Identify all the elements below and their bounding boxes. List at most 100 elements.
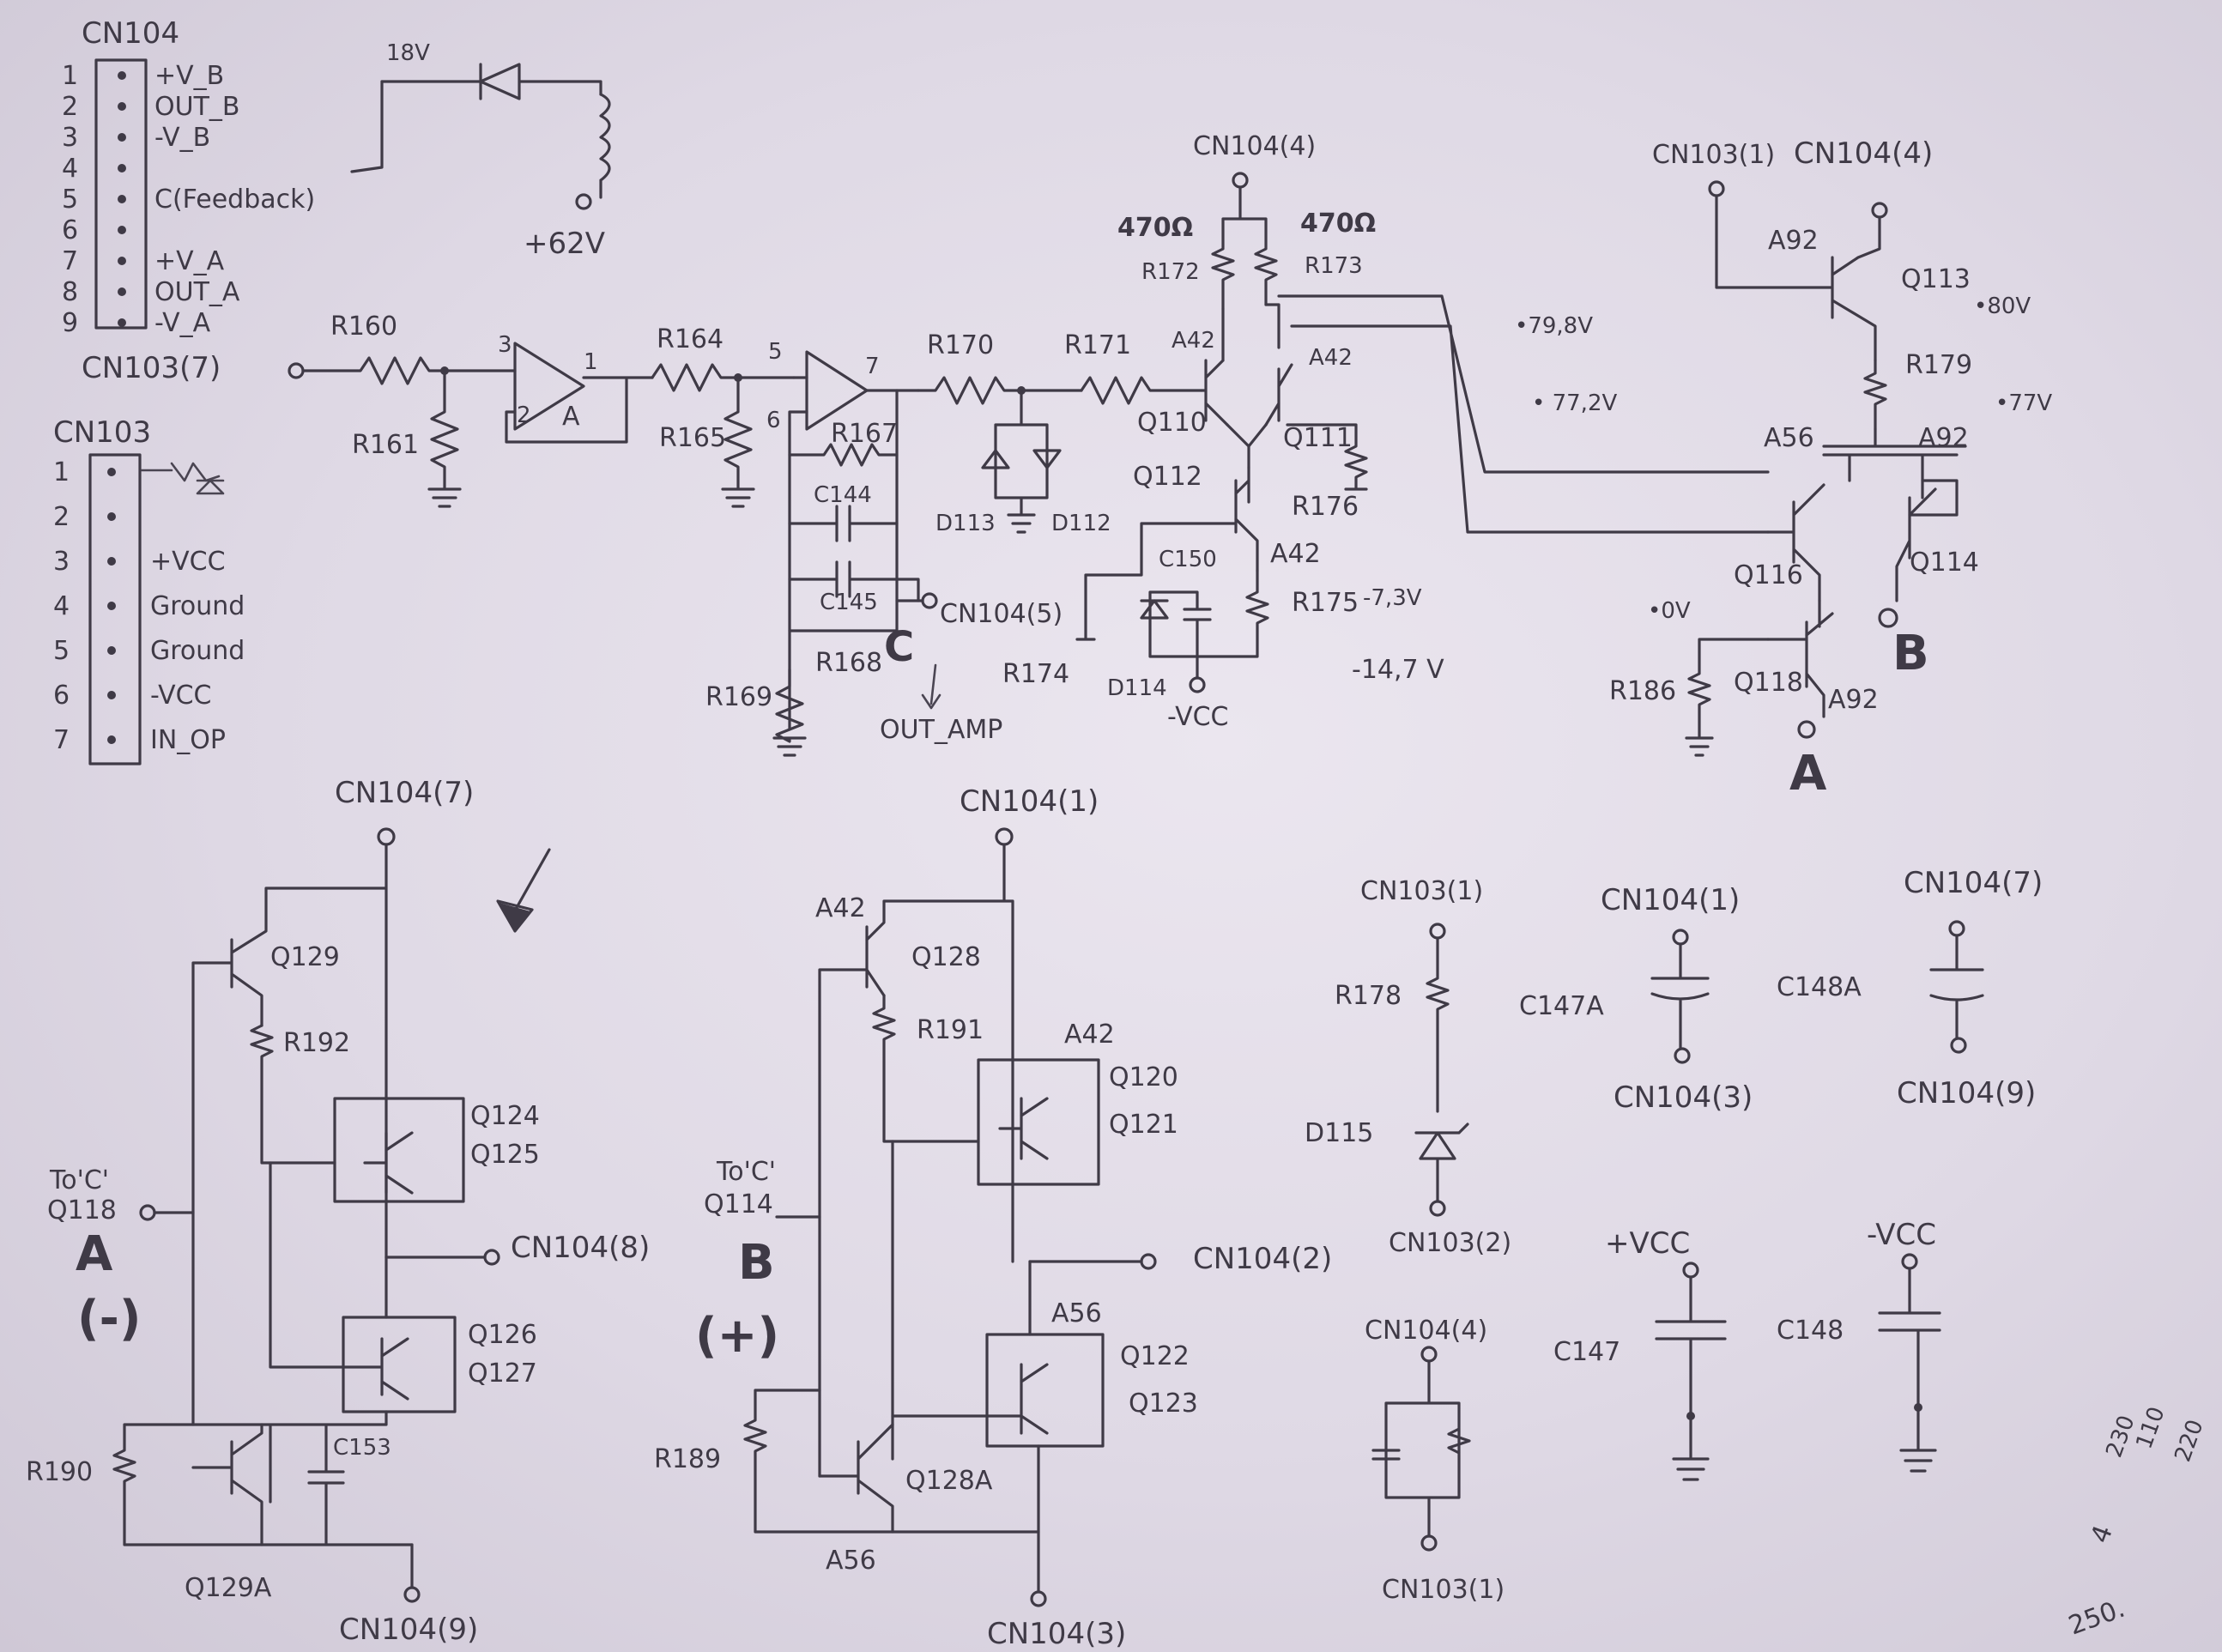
connector_cn104-pin-1-dot	[118, 71, 126, 80]
label-cn104-3-b: CN104(3)	[987, 1617, 1126, 1651]
transistor-q122-q123	[891, 1260, 1049, 1435]
label-c153: C153	[333, 1435, 391, 1461]
transistor-q120-q121	[998, 1097, 1049, 1160]
connector_cn103-pin-5-dot	[107, 646, 116, 655]
cn104-1-b-terminal	[995, 827, 1014, 846]
cn103-pin1-diode	[196, 479, 225, 495]
vcc-neg-terminal	[1189, 676, 1206, 693]
label-r186: R186	[1609, 676, 1676, 706]
label-cn103-1-misc: CN103(1)	[1360, 876, 1483, 906]
cn104-body	[94, 58, 148, 330]
label-r175: R175	[1292, 588, 1359, 618]
label-vcc-neg-misc: -VCC	[1867, 1218, 1936, 1252]
label-q114-b: Q114	[704, 1189, 773, 1219]
output-stage-b: CN104(1) A42 Q128 R191 A42 Q120 Q121 To'…	[654, 784, 1332, 1651]
resistor-r179	[1863, 359, 1887, 431]
label-a92-top: A92	[1768, 226, 1819, 256]
capacitor-c148a	[1929, 934, 1984, 1040]
transistor-q116	[1766, 483, 1825, 602]
transistor-q114	[1895, 479, 1959, 602]
connector_cn104-pin-3-dot	[118, 133, 126, 142]
cn104-4-drv-terminal	[1871, 202, 1888, 219]
connector_cn104-pin-3-label: -V_B	[154, 123, 210, 153]
label-a56: A56	[1764, 423, 1814, 453]
label-r178: R178	[1335, 981, 1402, 1011]
label-q127: Q127	[468, 1359, 537, 1389]
q118-terminal	[1797, 720, 1816, 739]
label-r192: R192	[283, 1028, 350, 1058]
mark-b: B	[738, 1235, 775, 1291]
connector_cn103-pin-4-label: Ground	[150, 591, 245, 621]
cn104-title: CN104	[82, 16, 179, 51]
cn104-4-rc	[1371, 1359, 1471, 1538]
capacitor-c145	[788, 560, 920, 602]
connector_cn104-pin-5-dot	[118, 195, 126, 203]
connector_cn104-pin-3-number: 3	[62, 123, 78, 153]
cn104-9-misc-terminal	[1950, 1037, 1967, 1054]
label-q129a: Q129A	[185, 1573, 272, 1603]
label-q113: Q113	[1901, 264, 1971, 294]
label-q111: Q111	[1283, 423, 1353, 453]
label-r189: R189	[654, 1444, 721, 1474]
label-a56-bot: A56	[826, 1546, 876, 1576]
label-c144: C144	[814, 482, 872, 508]
label-r190: R190	[26, 1457, 93, 1487]
cn103-pin1-resistor	[140, 462, 221, 482]
label-q120: Q120	[1109, 1062, 1178, 1092]
connector_cn104-pin-2-dot	[118, 102, 126, 111]
label-out-amp: OUT_AMP	[880, 715, 1002, 745]
box-q124-q125	[333, 1097, 465, 1203]
diode-pair-d112-d113	[994, 389, 1049, 534]
resistors-r172-r173	[1211, 185, 1278, 311]
label-q122: Q122	[1120, 1341, 1190, 1371]
transistor-q129	[191, 843, 388, 1426]
cn104-4-misc-terminal	[1420, 1346, 1438, 1363]
r178-d115	[1414, 936, 1469, 1203]
label-d112: D112	[1051, 511, 1111, 536]
transistor-q110	[1200, 307, 1229, 427]
connector_cn103-pin-5-label: Ground	[150, 636, 245, 666]
cn103-1-misc-terminal	[1429, 923, 1446, 940]
port-cn103-7: CN103(7)	[82, 351, 221, 385]
label-r173: R173	[1305, 253, 1363, 279]
connector_cn103-pin-7-label: IN_OP	[150, 725, 226, 755]
cn104-1-misc-terminal	[1672, 929, 1689, 946]
label-q118-a: Q118	[47, 1195, 117, 1225]
arrow-out-amp	[921, 663, 941, 710]
aux-terminal	[575, 193, 592, 210]
connector_cn104-pin-6-dot	[118, 226, 126, 234]
label-a42-right: A42	[1064, 1020, 1115, 1050]
label-to-c-a: To'C'	[49, 1165, 109, 1195]
resistor-r161	[427, 369, 462, 508]
transistor-q111	[1264, 303, 1293, 427]
note-4: 4	[2086, 1522, 2119, 1547]
output-a-lower	[112, 1410, 414, 1546]
connector_cn103-pin-3-number: 3	[53, 547, 70, 577]
cn104-4-terminal	[1232, 172, 1249, 189]
cn103-body	[88, 453, 142, 765]
connector_cn103-pin-2-number: 2	[53, 502, 70, 532]
label-r164: R164	[657, 324, 724, 354]
label-r169: R169	[705, 682, 772, 712]
label-r160: R160	[330, 312, 397, 342]
connector_cn104-pin-2-label: OUT_B	[154, 92, 239, 122]
output-b-lower	[743, 1140, 1040, 1534]
wire-c150	[1075, 522, 1238, 641]
label-q125: Q125	[470, 1140, 540, 1170]
label-c147a: C147A	[1519, 991, 1604, 1021]
transistor-q118	[1766, 599, 1834, 718]
resistor-r164	[651, 363, 796, 392]
label-d114: D114	[1107, 675, 1167, 701]
label-r176: R176	[1292, 492, 1359, 522]
label-q123: Q123	[1129, 1389, 1198, 1419]
connector_cn104-pin-6-number: 6	[62, 215, 78, 245]
driver-rail	[1822, 427, 1967, 482]
opa-name: A	[562, 402, 580, 432]
cn104-9-a-terminal	[403, 1586, 421, 1603]
label-q118: Q118	[1734, 668, 1803, 698]
label-v80: •80V	[1974, 293, 2031, 319]
label-cn104-9-a: CN104(9)	[339, 1613, 478, 1647]
